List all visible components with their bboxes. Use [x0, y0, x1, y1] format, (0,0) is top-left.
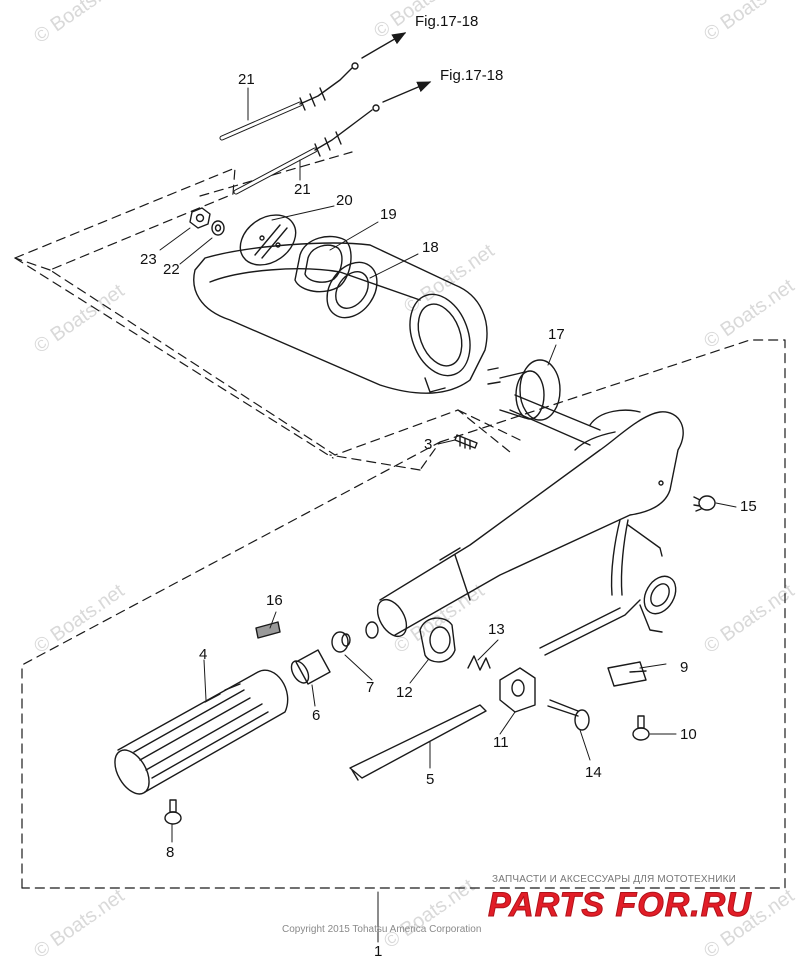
plate-20	[239, 214, 297, 266]
copyright-text: Copyright 2015 Tohatsu America Corporati…	[282, 924, 482, 935]
spring-13	[467, 655, 491, 671]
part-callout-3: 3	[424, 436, 433, 453]
part-callout-23: 23	[140, 251, 157, 268]
figure-ref-label: Fig.17-18	[415, 13, 479, 30]
part-callout-11: 11	[493, 734, 509, 751]
nut-23	[189, 207, 211, 229]
part-callout-7: 7	[366, 679, 375, 696]
part-callout-13: 13	[488, 621, 505, 638]
bushing-17	[487, 359, 561, 421]
part-callout-16: 16	[266, 592, 283, 609]
tiller-handle	[376, 394, 684, 638]
throttle-cable-lower	[233, 81, 432, 195]
pin-3	[454, 434, 478, 450]
part-callout-15: 15	[740, 498, 757, 515]
screw-10	[632, 715, 650, 741]
bolt-14	[547, 699, 590, 731]
part-callout-14: 14	[585, 764, 602, 781]
leader-lines	[159, 87, 737, 943]
plate-9	[607, 661, 647, 687]
grommet-19	[294, 235, 352, 293]
collar-6	[290, 649, 331, 685]
seal-18	[326, 261, 378, 319]
washer-22	[211, 220, 225, 236]
rod-5	[349, 704, 487, 781]
screw-8	[164, 799, 182, 825]
part-callout-8: 8	[166, 844, 175, 861]
part-callout-5: 5	[426, 771, 435, 788]
part-callout-9: 9	[680, 659, 689, 676]
part-callout-22: 22	[163, 261, 180, 278]
circlip	[365, 621, 379, 639]
shop-tagline: ЗАПЧАСТИ И АКСЕССУАРЫ ДЛЯ МОТОТЕХНИКИ	[492, 874, 737, 885]
part-callout-12: 12	[396, 684, 413, 701]
part-callout-17: 17	[548, 326, 565, 343]
stop-switch-assembly	[539, 519, 677, 656]
assembly-1-outline	[21, 339, 786, 889]
part-callout-6: 6	[312, 707, 321, 724]
throttle-cam-12	[419, 617, 456, 663]
part-callout-21: 21	[294, 181, 311, 198]
label-16	[255, 621, 281, 639]
part-callout-1: 1	[374, 943, 383, 960]
bracket-11	[499, 667, 536, 713]
part-callout-19: 19	[380, 206, 397, 223]
shop-logo: PARTS FOR.RU	[488, 886, 752, 925]
grip-4	[114, 669, 289, 795]
part-callout-21: 21	[238, 71, 255, 88]
part-callout-4: 4	[199, 646, 208, 663]
part-callout-20: 20	[336, 192, 353, 209]
part-callout-18: 18	[422, 239, 439, 256]
plug-15	[693, 495, 716, 512]
throttle-cable-upper	[219, 32, 407, 141]
bottom-cowl	[193, 242, 488, 394]
part-callout-10: 10	[680, 726, 697, 743]
bushing-7	[331, 631, 351, 653]
dashed-group-outline	[14, 151, 521, 471]
figure-ref-label: Fig.17-18	[440, 67, 504, 84]
